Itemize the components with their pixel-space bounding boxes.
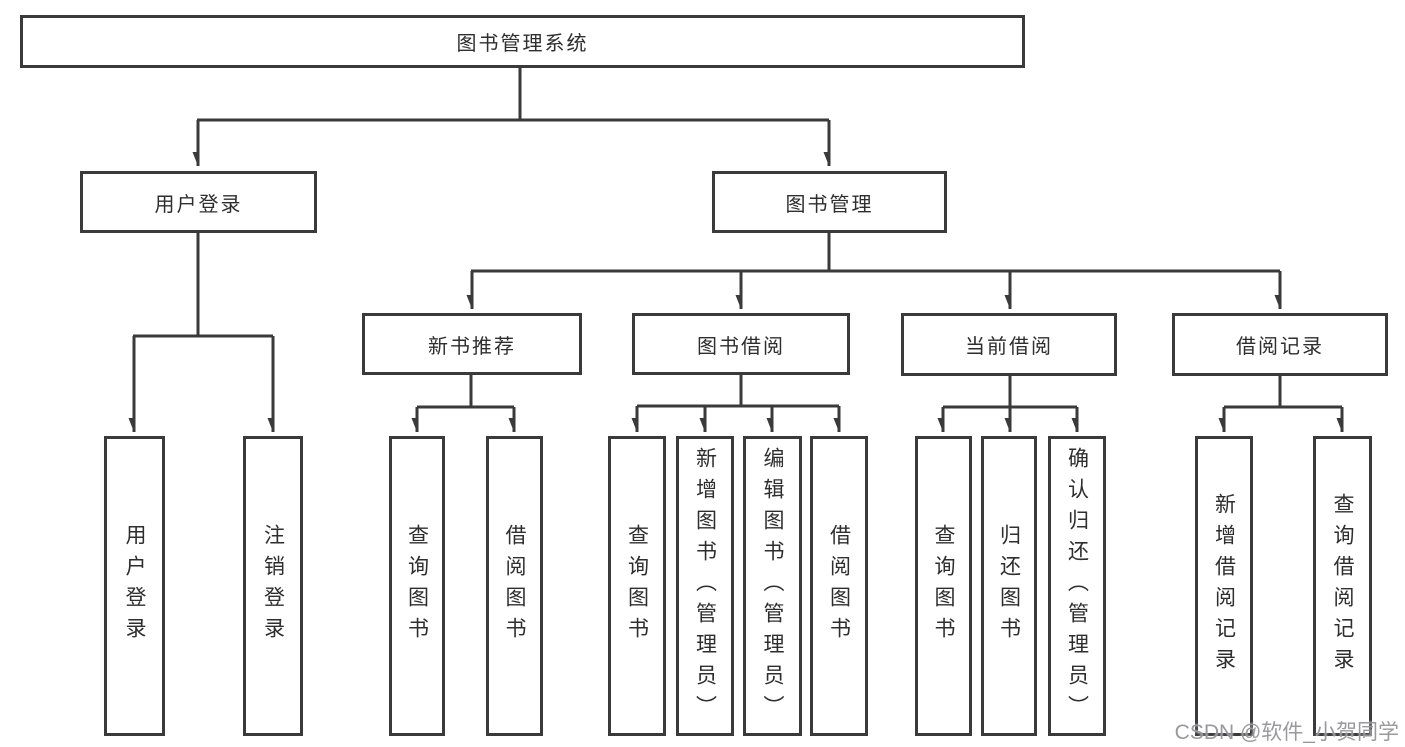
node-label: 当前借阅 [965,336,1053,358]
leaf-query-borrow-record: 查询借阅记录 [1313,436,1372,736]
csdn-watermark: CSDN @软件_小贺同学 [1174,721,1399,744]
leaf-return-books: 归还图书 [981,436,1037,736]
leaf-edit-books-admin: 编辑图书（管理员） [743,436,802,736]
leaf-logout: 注销登录 [243,436,303,736]
leaf-query-books-1: 查询图书 [389,436,445,736]
node-label: 图书借阅 [697,335,785,358]
leaf-borrow-books-2: 借阅图书 [810,436,868,736]
node-label: 用户登录 [123,524,146,648]
node-label: 查询借阅记录 [1331,493,1354,679]
node-user-login: 用户登录 [80,171,317,233]
leaf-query-books-2: 查询图书 [608,436,666,736]
node-label: 查询图书 [932,524,955,648]
leaf-borrow-books-1: 借阅图书 [486,436,543,736]
node-label: 新增借阅记录 [1212,493,1236,679]
node-label: 查询图书 [405,524,429,648]
leaf-add-borrow-record: 新增借阅记录 [1195,436,1253,736]
node-label: 查询图书 [625,524,649,648]
node-current-borrowing: 当前借阅 [901,313,1117,376]
node-label: 新书推荐 [428,335,516,358]
node-label: 确认归还（管理员） [1065,446,1089,726]
node-label: 归还图书 [997,524,1021,648]
node-label: 注销登录 [261,524,285,648]
node-label: 图书管理 [785,193,874,216]
node-book-management: 图书管理 [712,171,947,233]
node-label: 编辑图书（管理员） [761,446,784,726]
node-library-management-system: 图书管理系统 [20,15,1025,68]
node-label: 借阅图书 [827,524,851,648]
leaf-user-login: 用户登录 [104,436,165,736]
leaf-confirm-return-admin: 确认归还（管理员） [1048,436,1106,736]
node-label: 图书管理系统 [456,33,589,55]
node-new-book-recommendation: 新书推荐 [362,313,582,375]
leaf-add-books-admin: 新增图书（管理员） [676,436,734,736]
leaf-query-books-3: 查询图书 [915,436,972,736]
node-borrowing-records: 借阅记录 [1172,313,1388,376]
node-label: 用户登录 [154,193,243,216]
node-book-borrowing: 图书借阅 [632,313,850,375]
node-label: 借阅记录 [1236,336,1324,358]
node-label: 借阅图书 [503,524,526,648]
node-label: 新增图书（管理员） [693,446,717,726]
